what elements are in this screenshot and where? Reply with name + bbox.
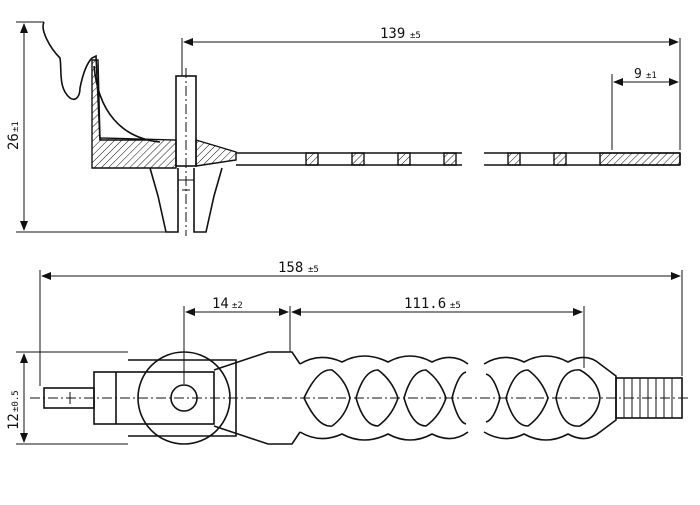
dim-14-value: 14 <box>212 296 229 312</box>
dim-158-value: 158 <box>278 260 303 276</box>
top-neck <box>213 351 301 445</box>
side-handle-inner <box>93 65 161 143</box>
dim-158-tolerance: ±5 <box>308 265 319 275</box>
top-head-base <box>93 371 215 425</box>
dim-111-6-value: 111.6 <box>404 296 446 312</box>
dim-9: 9 ±1 <box>611 67 679 150</box>
dim-26-value: 26 <box>6 133 22 150</box>
dim-12-value: 12 <box>6 413 22 430</box>
side-view: 139 ±5 9 ±1 26 ±1 <box>6 21 681 236</box>
dim-9-tolerance: ±1 <box>646 71 657 81</box>
dim-14: 14 ±2 <box>183 296 291 384</box>
dim-139-value: 139 <box>380 26 405 42</box>
top-serrated-tip <box>615 377 683 419</box>
dim-14-tolerance: ±2 <box>232 301 243 311</box>
dim-111-6-tolerance: ±5 <box>450 301 461 311</box>
dim-139-tolerance: ±5 <box>410 31 421 41</box>
dim-111-6: 111.6 ±5 <box>291 296 585 368</box>
dim-26: 26 ±1 <box>6 21 166 233</box>
top-view: 158 ±5 14 ±2 111.6 ±5 12 ±0.5 <box>6 260 690 445</box>
dim-26-tolerance: ±1 <box>11 121 21 132</box>
dim-158: 158 ±5 <box>39 260 683 386</box>
top-strap-openings <box>303 369 601 427</box>
dim-9-value: 9 <box>634 67 642 82</box>
dim-139: 139 ±5 <box>181 26 681 150</box>
side-body-section <box>91 59 177 169</box>
side-flange <box>195 139 237 167</box>
side-strap-holes <box>305 152 567 166</box>
side-handle <box>42 21 150 141</box>
dim-12: 12 ±0.5 <box>6 351 128 445</box>
dim-12-tolerance: ±0.5 <box>11 390 21 412</box>
top-strap-outline <box>299 355 469 441</box>
top-post-hole <box>170 384 198 412</box>
